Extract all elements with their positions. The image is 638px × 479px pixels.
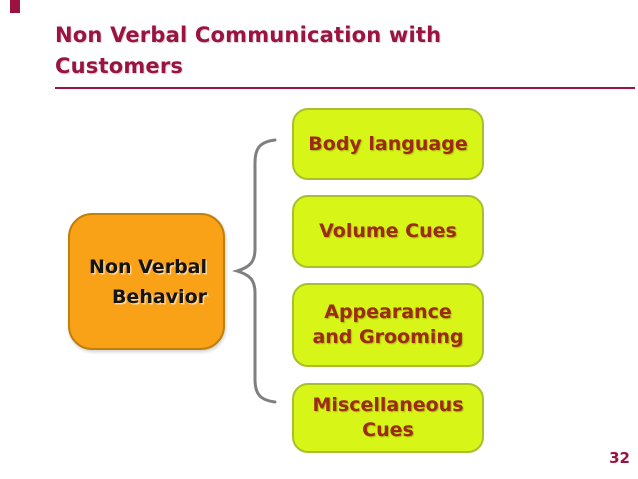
branch-label: Body language bbox=[308, 132, 468, 155]
slide-title: Non Verbal Communication with Customers bbox=[55, 20, 615, 82]
source-box-non-verbal-behavior: Non Verbal Behavior bbox=[68, 213, 225, 350]
branch-box-appearance-grooming: Appearance and Grooming bbox=[292, 283, 484, 367]
source-box-line1: Non Verbal bbox=[89, 255, 207, 278]
branch-box-body-language: Body language bbox=[292, 108, 484, 180]
branch-label: Miscellaneous Cues bbox=[312, 394, 464, 441]
source-box-line2: Behavior bbox=[111, 285, 207, 308]
left-curly-brace-icon bbox=[231, 138, 277, 404]
branch-box-miscellaneous-cues: Miscellaneous Cues bbox=[292, 383, 484, 453]
branch-label: Appearance and Grooming bbox=[312, 301, 464, 348]
slide-title-line1: Non Verbal Communication with bbox=[55, 23, 442, 47]
title-underline bbox=[55, 87, 635, 89]
branch-box-volume-cues: Volume Cues bbox=[292, 195, 484, 268]
branch-label: Volume Cues bbox=[319, 220, 457, 242]
page-number: 32 bbox=[609, 449, 630, 467]
slide-title-line2: Customers bbox=[55, 54, 184, 78]
corner-accent-bar bbox=[10, 0, 20, 13]
